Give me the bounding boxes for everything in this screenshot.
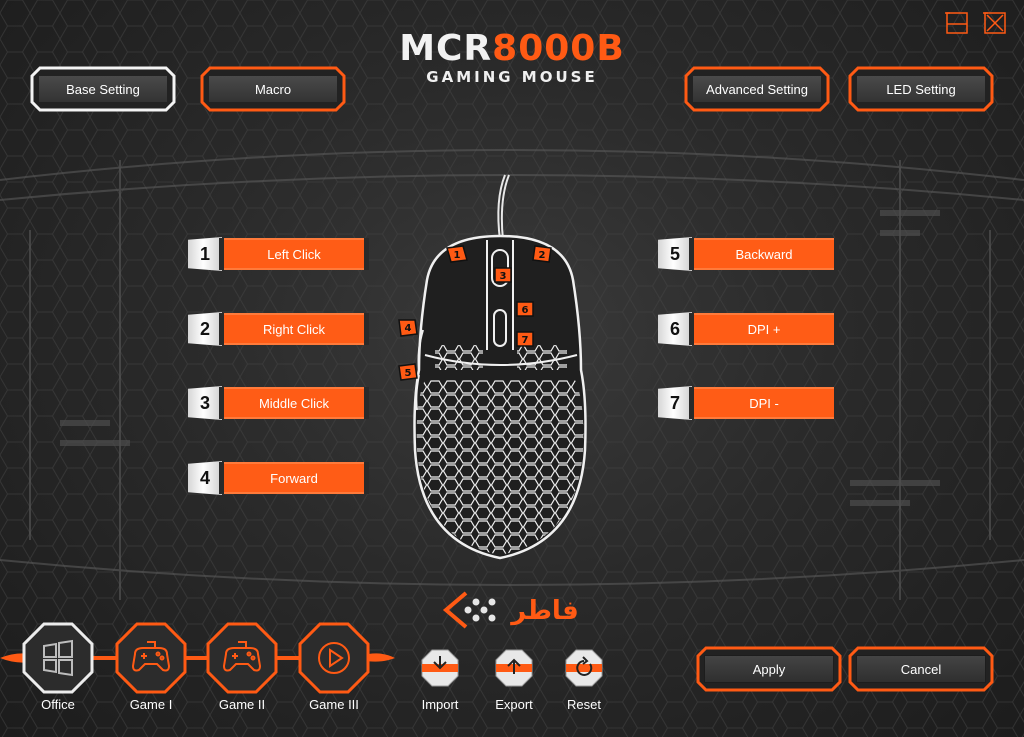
cancel-label: Cancel bbox=[856, 655, 986, 683]
profile-frame bbox=[298, 622, 370, 694]
profile-game-3[interactable] bbox=[298, 622, 370, 694]
tab-macro[interactable]: Macro bbox=[200, 66, 346, 112]
tab-led-setting[interactable]: LED Setting bbox=[848, 66, 994, 112]
mouse-marker-label: 3 bbox=[500, 271, 507, 282]
profile-game-2[interactable] bbox=[206, 622, 278, 694]
cancel-button[interactable]: Cancel bbox=[848, 646, 994, 692]
windows-icon bbox=[43, 639, 73, 677]
gamepad-icon bbox=[222, 641, 262, 672]
assign-action-label: Left Click bbox=[219, 238, 369, 270]
mouse-marker-label: 7 bbox=[522, 335, 529, 346]
title-model-prefix: MCR bbox=[399, 28, 493, 69]
title-subtitle: GAMING MOUSE bbox=[426, 68, 598, 86]
assign-button-1[interactable]: 1 Left Click bbox=[188, 237, 369, 271]
assign-button-6[interactable]: 6 DPI + bbox=[658, 312, 839, 346]
mouse-marker-6: 6 bbox=[516, 301, 534, 317]
brand-logo-text: فاطر bbox=[509, 596, 578, 626]
minimize-icon bbox=[945, 12, 968, 34]
mouse-marker-7: 7 bbox=[516, 331, 534, 347]
import-button[interactable] bbox=[420, 648, 460, 688]
profile-label: Office bbox=[41, 697, 75, 712]
profile-game-1[interactable] bbox=[115, 622, 187, 694]
assign-action-label: Middle Click bbox=[219, 387, 369, 419]
assign-button-4[interactable]: 4 Forward bbox=[188, 461, 369, 495]
close-button[interactable] bbox=[982, 10, 1008, 36]
tab-label: Macro bbox=[208, 75, 338, 103]
mouse-marker-2: 2 bbox=[532, 245, 552, 263]
profile-office[interactable] bbox=[22, 622, 94, 694]
profile-strip bbox=[0, 653, 395, 663]
mouse-marker-label: 6 bbox=[522, 305, 529, 316]
export-label: Export bbox=[495, 697, 533, 712]
assign-number: 6 bbox=[658, 312, 692, 346]
mouse-marker-3: 3 bbox=[494, 267, 512, 283]
assign-number: 4 bbox=[188, 461, 222, 495]
mouse-marker-5: 5 bbox=[398, 363, 418, 381]
profile-frame bbox=[22, 622, 94, 694]
assign-button-2[interactable]: 2 Right Click bbox=[188, 312, 369, 346]
assign-action-label: DPI + bbox=[689, 313, 839, 345]
tab-label: Advanced Setting bbox=[692, 75, 822, 103]
profile-label: Game I bbox=[129, 697, 173, 712]
close-icon bbox=[983, 12, 1006, 34]
reset-label: Reset bbox=[567, 697, 601, 712]
assign-action-label: Forward bbox=[219, 462, 369, 494]
mouse-marker-1: 1 bbox=[446, 245, 468, 263]
mouse-marker-label: 1 bbox=[454, 250, 461, 261]
tab-base-setting[interactable]: Base Setting bbox=[30, 66, 176, 112]
import-icon bbox=[421, 649, 459, 687]
assign-action-label: DPI - bbox=[689, 387, 839, 419]
assign-button-3[interactable]: 3 Middle Click bbox=[188, 386, 369, 420]
assign-action-label: Backward bbox=[689, 238, 839, 270]
brand-logo: فاطر bbox=[442, 591, 579, 629]
export-icon bbox=[495, 649, 533, 687]
export-button[interactable] bbox=[494, 648, 534, 688]
assign-number: 2 bbox=[188, 312, 222, 346]
title-model-number: 8000B bbox=[492, 28, 625, 69]
profile-frame bbox=[206, 622, 278, 694]
mouse-marker-label: 2 bbox=[539, 250, 546, 261]
import-label: Import bbox=[421, 697, 459, 712]
assign-number: 3 bbox=[188, 386, 222, 420]
assign-button-7[interactable]: 7 DPI - bbox=[658, 386, 839, 420]
mouse-marker-4: 4 bbox=[398, 319, 418, 337]
tab-label: LED Setting bbox=[856, 75, 986, 103]
gamepad-icon bbox=[131, 641, 171, 672]
reset-button[interactable] bbox=[564, 648, 604, 688]
mouse-illustration: 1 2 3 4 5 6 7 bbox=[398, 174, 587, 560]
apply-button[interactable]: Apply bbox=[696, 646, 842, 692]
mouse-marker-label: 4 bbox=[405, 323, 412, 334]
mouse-marker-label: 5 bbox=[405, 368, 412, 379]
tab-label: Base Setting bbox=[38, 75, 168, 103]
apply-label: Apply bbox=[704, 655, 834, 683]
play-icon bbox=[318, 642, 350, 674]
profile-frame bbox=[115, 622, 187, 694]
app-title: MCR8000B GAMING MOUSE bbox=[0, 28, 1024, 87]
profile-label: Game II bbox=[218, 697, 266, 712]
profile-label: Game III bbox=[309, 697, 359, 712]
assign-number: 5 bbox=[658, 237, 692, 271]
assign-action-label: Right Click bbox=[219, 313, 369, 345]
reset-icon bbox=[565, 649, 603, 687]
minimize-button[interactable] bbox=[944, 10, 970, 36]
assign-button-5[interactable]: 5 Backward bbox=[658, 237, 839, 271]
assign-number: 7 bbox=[658, 386, 692, 420]
assign-number: 1 bbox=[188, 237, 222, 271]
tab-advanced-setting[interactable]: Advanced Setting bbox=[684, 66, 830, 112]
